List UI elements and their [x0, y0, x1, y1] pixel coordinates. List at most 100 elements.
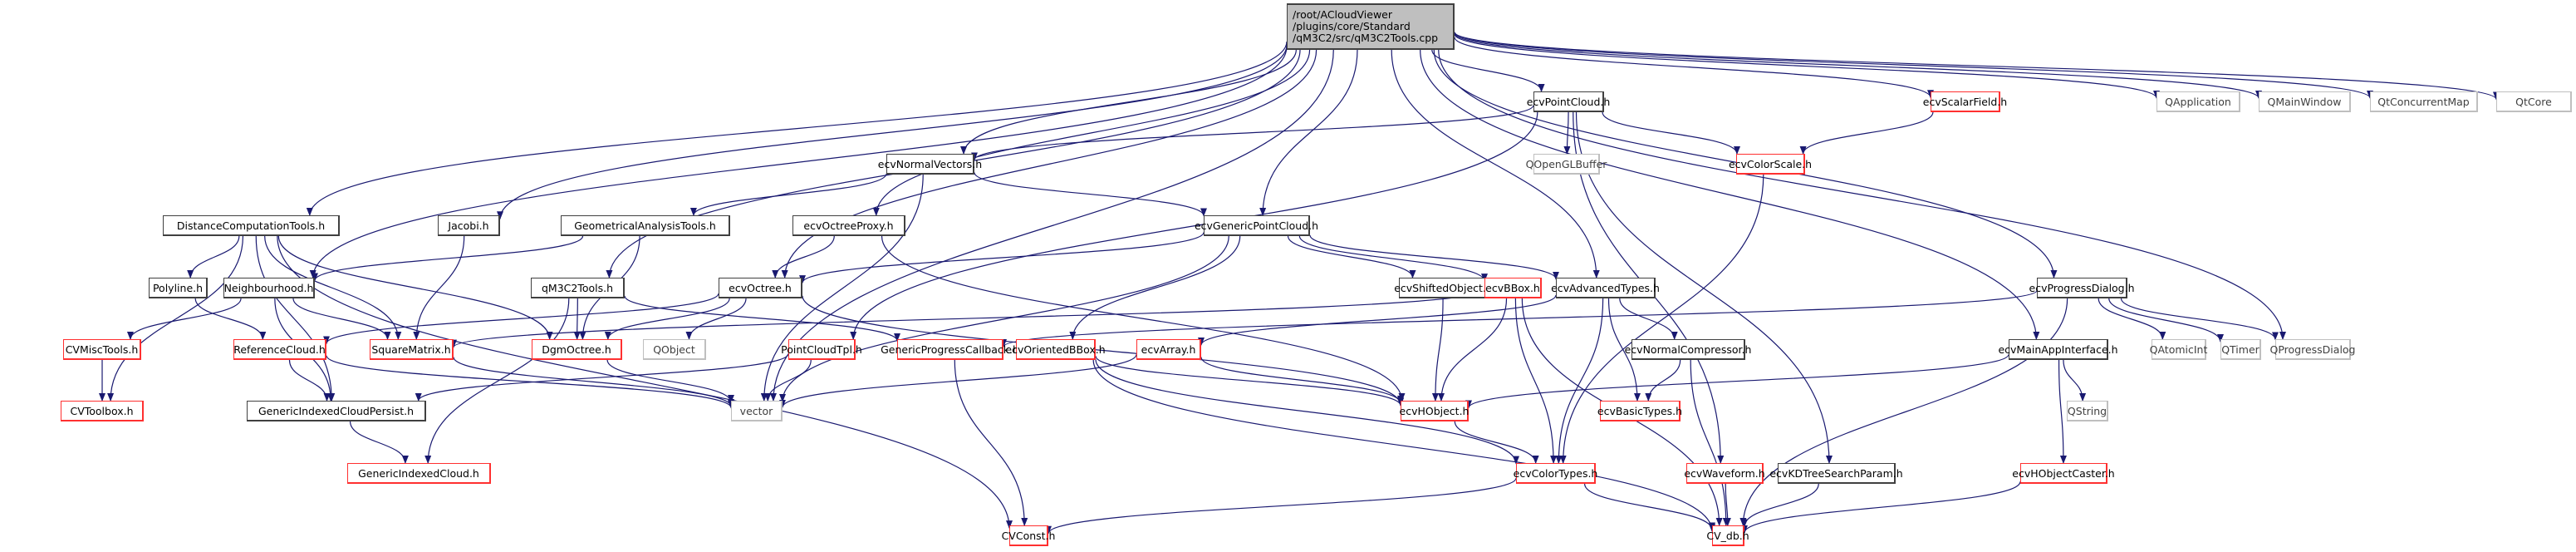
node-ecv-hobject[interactable]: ecvHObject.h — [1399, 401, 1470, 421]
node-generic-indexed-cloud[interactable]: GenericIndexedCloud.h — [347, 463, 491, 484]
edge-neighbourhood-to-square-matrix — [292, 298, 391, 340]
node-label: DgmOctree.h — [542, 343, 611, 356]
node-label: ecvHObject.h — [1399, 404, 1470, 417]
edge-ecv-advanced-types-to-ecv-normal-compressor — [1619, 298, 1678, 340]
node-ecv-hobject-caster[interactable]: ecvHObjectCaster.h — [2012, 463, 2115, 484]
node-label: CVToolbox.h — [70, 404, 134, 417]
node-dgm-octree[interactable]: DgmOctree.h — [532, 339, 622, 360]
edge-ecv-octree-proxy-to-ecv-octree — [772, 235, 835, 278]
edge-ecv-hobject-to-ecv-color-types — [1454, 421, 1539, 464]
node-ecv-oriented-bbox[interactable]: ecvOrientedBBox.h — [1005, 339, 1106, 360]
node-ecv-main-app-interface[interactable]: ecvMainAppInterface.h — [1998, 339, 2118, 360]
node-label: SquareMatrix.h — [371, 343, 451, 356]
root-path-line: /plugins/core/Standard — [1293, 20, 1411, 32]
edge-ecv-bbox-to-ecv-hobject — [1437, 298, 1508, 402]
node-jacobi[interactable]: Jacobi.h — [438, 215, 500, 236]
edge-root-to-qmain-window — [1454, 32, 2262, 100]
node-cv-db[interactable]: CV_db.h — [1706, 525, 1749, 546]
node-polyline[interactable]: Polyline.h — [149, 278, 208, 298]
edge-root-to-neighbourhood — [309, 46, 1288, 278]
node-label: Polyline.h — [152, 281, 204, 294]
node-cvmisc-tools[interactable]: CVMiscTools.h — [63, 339, 141, 360]
node-ecv-array[interactable]: ecvArray.h — [1136, 339, 1201, 360]
node-label: ecvNormalCompressor.h — [1624, 343, 1752, 356]
edge-ecv-oriented-bbox-to-cv-db — [1092, 359, 1715, 533]
edge-reference-cloud-to-vector — [326, 355, 734, 409]
edge-ecv-progress-dialog-to-generic-progress-callback — [1000, 289, 2038, 348]
node-label: ecvWaveform.h — [1684, 466, 1765, 480]
edge-ecv-main-app-interface-to-qstring — [2063, 359, 2087, 402]
edge-ecv-kdtree-search-param-to-cv-db — [1741, 483, 1819, 528]
edge-ecv-normal-vectors-to-vector — [760, 174, 924, 402]
node-cvtoolbox[interactable]: CVToolbox.h — [61, 401, 144, 421]
node-label: ecvShiftedObject.h — [1394, 281, 1493, 294]
node-ecv-octree[interactable]: ecvOctree.h — [719, 278, 802, 298]
node-ecv-scalar-field[interactable]: ecvScalarField.h — [1923, 91, 2007, 112]
edge-root-to-ecv-point-cloud — [1431, 49, 1545, 92]
edge-distance-computation-tools-to-cvtoolbox — [107, 235, 244, 402]
node-qmain-window: QMainWindow — [2259, 91, 2351, 112]
node-qt-core: QtCore — [2496, 91, 2572, 112]
edge-ecv-shifted-object-to-ecv-hobject — [1431, 298, 1444, 402]
node-ecv-basic-types[interactable]: ecvBasicTypes.h — [1597, 401, 1682, 421]
node-label: ecvArray.h — [1141, 343, 1196, 356]
node-generic-progress-callback[interactable]: GenericProgressCallback.h — [881, 339, 1019, 360]
edge-ecv-point-cloud-to-point-cloud-tpl — [850, 111, 1538, 340]
node-ecv-progress-dialog[interactable]: ecvProgressDialog.h — [2029, 278, 2135, 298]
node-label: qM3C2Tools.h — [541, 281, 614, 294]
edge-root-to-qapplication — [1454, 33, 2160, 99]
node-q-m3c2tools[interactable]: qM3C2Tools.h — [531, 278, 625, 298]
node-label: ecvOctreeProxy.h — [803, 219, 894, 232]
edge-ecv-generic-point-cloud-to-vector — [779, 235, 1229, 403]
node-label: ecvHObjectCaster.h — [2012, 466, 2115, 480]
node-ecv-kdtree-search-param[interactable]: ecvKDTreeSearchParam.h — [1769, 463, 1903, 484]
node-reference-cloud[interactable]: ReferenceCloud.h — [233, 339, 326, 360]
edge-distance-computation-tools-to-dgm-octree — [277, 235, 553, 340]
node-distance-computation-tools[interactable]: DistanceComputationTools.h — [163, 215, 340, 236]
node-ecv-advanced-types[interactable]: ecvAdvancedTypes.h — [1551, 278, 1660, 298]
node-ecv-normal-vectors[interactable]: ecvNormalVectors.h — [878, 154, 982, 175]
node-label: QApplication — [2165, 95, 2231, 108]
edge-ecv-hobject-caster-to-cv-db — [1741, 481, 2021, 534]
node-ecv-octree-proxy[interactable]: ecvOctreeProxy.h — [792, 215, 905, 236]
node-ecv-waveform[interactable]: ecvWaveform.h — [1684, 463, 1765, 484]
node-point-cloud-tpl[interactable]: PointCloudTpl.h — [781, 339, 862, 360]
node-ecv-color-scale[interactable]: ecvColorScale.h — [1729, 154, 1812, 175]
node-label: ecvOrientedBBox.h — [1005, 343, 1106, 356]
node-square-matrix[interactable]: SquareMatrix.h — [370, 339, 454, 360]
root-file-node: /root/ACloudViewer/plugins/core/Standard… — [1287, 3, 1455, 50]
edge-ecv-point-cloud-to-ecv-normal-vectors — [971, 105, 1534, 161]
node-label: DistanceComputationTools.h — [176, 219, 326, 232]
edge-ecv-octree-to-reference-cloud — [323, 293, 719, 345]
node-ecv-color-types[interactable]: ecvColorTypes.h — [1514, 463, 1597, 484]
edge-ecv-octree-to-qobject — [685, 298, 747, 340]
node-neighbourhood[interactable]: Neighbourhood.h — [223, 278, 315, 298]
node-label: QProgressDialog — [2269, 343, 2356, 356]
edge-ecv-bbox-to-square-matrix — [450, 288, 1485, 348]
edge-q-m3c2tools-to-generic-progress-callback — [624, 295, 900, 342]
edge-neighbourhood-to-cvmisc-tools — [127, 298, 242, 340]
node-ecv-point-cloud[interactable]: ecvPointCloud.h — [1527, 91, 1610, 112]
edge-geometrical-analysis-tools-to-neighbourhood — [312, 235, 584, 282]
edge-ecv-array-to-vector — [779, 354, 1137, 408]
node-ecv-generic-point-cloud[interactable]: ecvGenericPointCloud.h — [1195, 215, 1318, 236]
node-label: ecvKDTreeSearchParam.h — [1769, 466, 1903, 480]
node-label: ecvPointCloud.h — [1526, 95, 1611, 108]
node-qapplication: QApplication — [2156, 91, 2240, 112]
edge-q-m3c2tools-to-dgm-octree — [573, 298, 581, 340]
node-label: QAtomicInt — [2149, 343, 2208, 356]
node-ecv-normal-compressor[interactable]: ecvNormalCompressor.h — [1625, 339, 1751, 360]
edge-ecv-generic-point-cloud-to-ecv-oriented-bbox — [1069, 235, 1241, 340]
node-ecv-shifted-object[interactable]: ecvShiftedObject.h — [1394, 278, 1493, 298]
edge-q-m3c2tools-to-generic-indexed-cloud — [424, 298, 570, 464]
edge-ecv-main-app-interface-to-ecv-hobject-caster — [2058, 359, 2067, 464]
node-geometrical-analysis-tools[interactable]: GeometricalAnalysisTools.h — [561, 215, 730, 236]
edge-distance-computation-tools-to-square-matrix — [264, 235, 402, 340]
node-label: ecvProgressDialog.h — [2029, 281, 2135, 294]
node-generic-indexed-cloud-persist[interactable]: GenericIndexedCloudPersist.h — [247, 401, 426, 421]
node-cvconst[interactable]: CVConst.h — [1002, 525, 1055, 546]
edge-root-to-ecv-scalar-field — [1454, 37, 1934, 99]
edge-point-cloud-tpl-to-generic-indexed-cloud-persist — [415, 353, 789, 402]
edge-ecv-generic-point-cloud-to-ecv-shifted-object — [1287, 235, 1416, 278]
node-ecv-bbox[interactable]: ecvBBox.h — [1484, 278, 1542, 298]
